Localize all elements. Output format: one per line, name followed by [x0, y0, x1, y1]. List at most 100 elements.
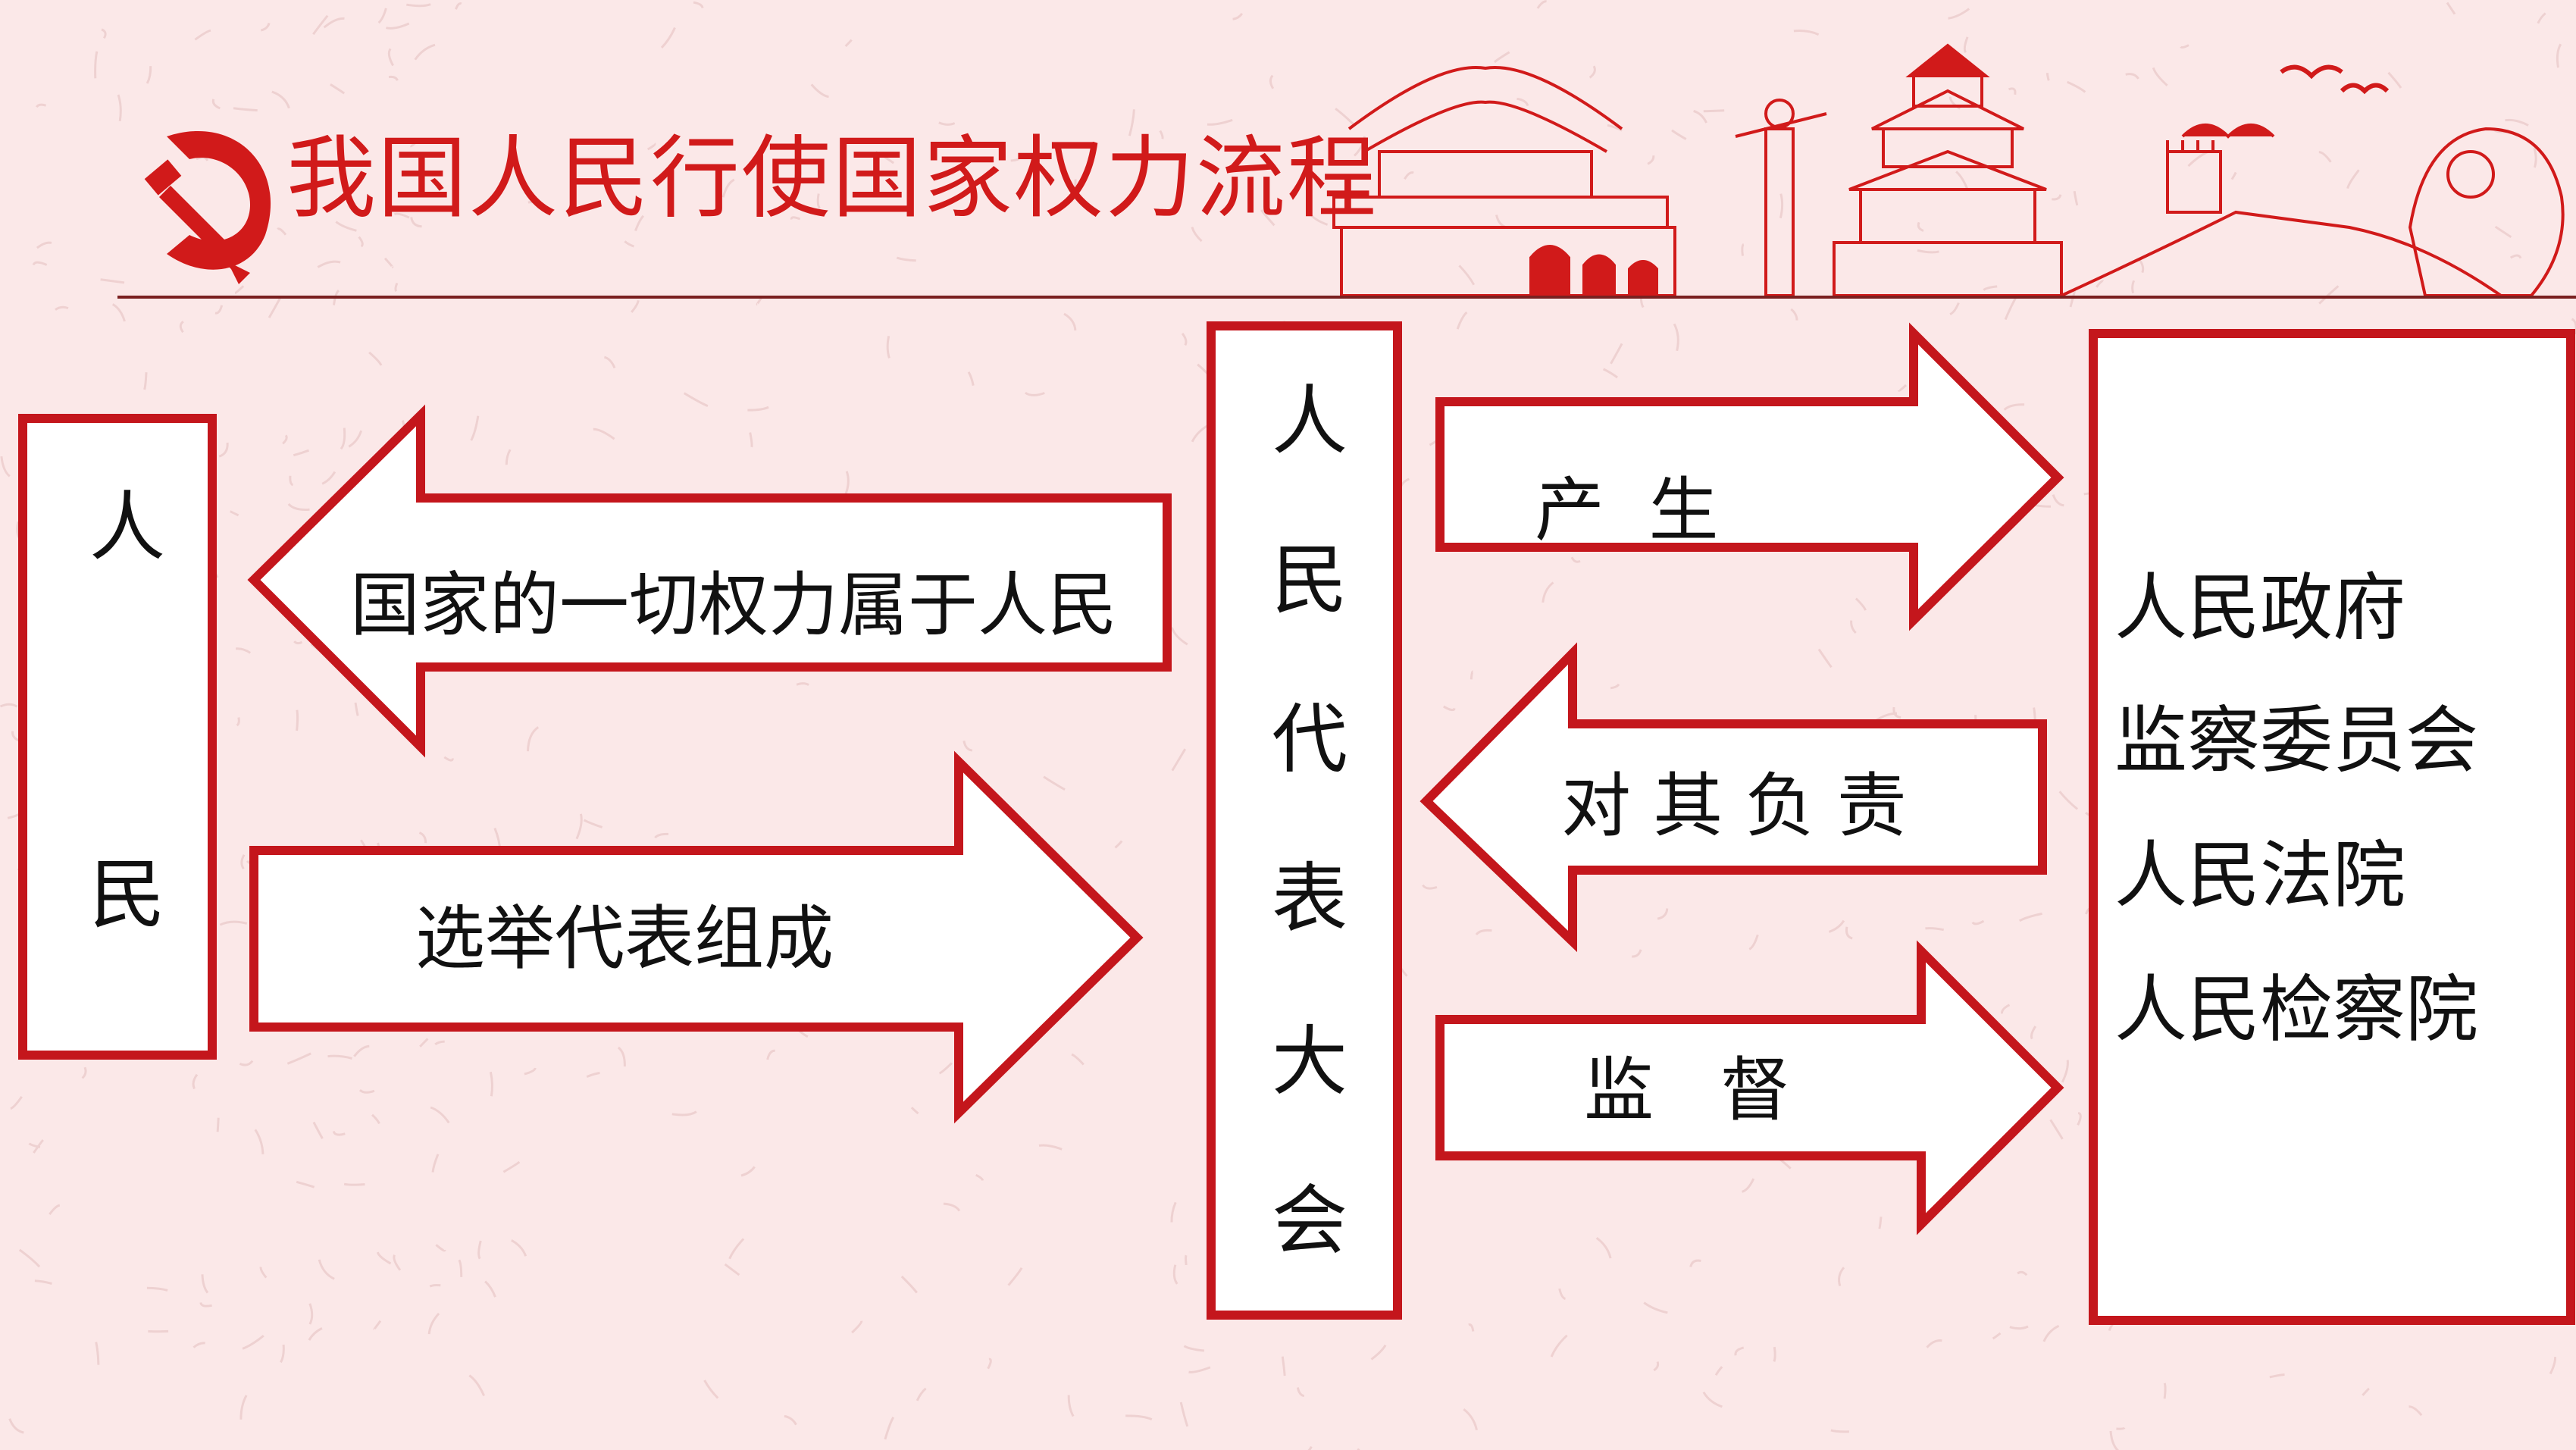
paper-fiber [354, 702, 359, 716]
paper-fiber [2052, 194, 2062, 201]
paper-fiber [358, 236, 364, 248]
paper-fiber [886, 335, 890, 359]
paper-fiber [1443, 705, 1456, 712]
paper-fiber [10, 1095, 23, 1110]
paper-fiber [1353, 136, 1366, 157]
hammer-sickle-icon [144, 130, 271, 284]
state-organ-item: 人民检察院 [2114, 967, 2478, 1052]
arrow-power-belongs [247, 404, 1172, 758]
arrow-produce [1435, 322, 2064, 631]
paper-fiber [1643, 1301, 1668, 1314]
paper-fiber [489, 1071, 493, 1097]
paper-fiber [962, 741, 973, 752]
paper-fiber [254, 1129, 264, 1154]
paper-fiber [511, 1239, 527, 1257]
paper-fiber [388, 75, 399, 81]
paper-fiber [1159, 130, 1164, 139]
paper-fiber [2230, 171, 2237, 180]
paper-fiber [896, 256, 916, 262]
paper-fiber [1234, 150, 1249, 163]
paper-fiber [1493, 51, 1510, 64]
paper-fiber [33, 1138, 45, 1154]
paper-fiber [1335, 108, 1357, 127]
paper-fiber [293, 640, 303, 645]
paper-fiber [1926, 1339, 1942, 1348]
paper-fiber [406, 3, 431, 8]
paper-fiber [2008, 87, 2017, 96]
paper-fiber [2346, 169, 2360, 189]
paper-fiber [286, 1052, 311, 1065]
paper-fiber [1897, 384, 1908, 392]
paper-fiber [1963, 36, 1969, 54]
paper-fiber [259, 1267, 268, 1279]
paper-fiber [1595, 1236, 1612, 1259]
paper-fiber [0, 456, 11, 478]
congress-char: 民 [1272, 536, 1347, 625]
paper-fiber [371, 1113, 380, 1125]
arrow-responsible [1419, 642, 2047, 953]
page-title: 我国人民行使国家权力流程 [286, 126, 1379, 230]
paper-fiber [393, 212, 410, 219]
paper-fiber [218, 442, 229, 458]
paper-fiber [196, 156, 209, 161]
paper-fiber [427, 1312, 440, 1335]
paper-fiber [8, 1418, 24, 1434]
paper-fiber [235, 647, 252, 654]
paper-fiber [593, 427, 615, 440]
paper-fiber [1702, 1391, 1723, 1408]
paper-fiber [660, 27, 676, 49]
paper-fiber [987, 1358, 992, 1370]
paper-fiber [1693, 110, 1707, 124]
paper-fiber [2017, 1270, 2028, 1276]
paper-fiber [327, 1054, 352, 1060]
paper-fiber [419, 1038, 429, 1048]
paper-fiber [1171, 748, 1187, 772]
paper-fiber [1671, 129, 1687, 140]
paper-fiber [410, 217, 422, 228]
paper-fiber [634, 215, 645, 232]
paper-fiber [1742, 1178, 1755, 1193]
paper-fiber [1307, 1445, 1313, 1450]
paper-fiber [683, 392, 709, 407]
paper-fiber [192, 1342, 205, 1348]
paper-fiber [1550, 1334, 1568, 1358]
paper-fiber [146, 1286, 168, 1292]
paper-fiber [1170, 1201, 1177, 1223]
paper-fiber [239, 1395, 248, 1420]
paper-fiber [1673, 323, 1679, 352]
paper-fiber [387, 48, 394, 67]
paper-fiber [631, 299, 640, 313]
paper-fiber [527, 726, 540, 752]
arrow-power-belongs-label: 国家的一切权力属于人民 [350, 565, 1117, 646]
paper-fiber [418, 831, 427, 844]
paper-fiber [1588, 65, 1596, 79]
paper-fiber [287, 503, 310, 511]
paper-fiber [1892, 706, 1901, 719]
paper-fiber [583, 819, 603, 828]
paper-fiber [1949, 302, 1960, 316]
paper-fiber [1458, 265, 1476, 286]
paper-fiber [1281, 1356, 1286, 1376]
paper-fiber [2187, 149, 2211, 168]
paper-fiber [282, 434, 288, 445]
paper-fiber [502, 1160, 521, 1173]
paper-fiber [2556, 43, 2562, 68]
paper-fiber [1917, 249, 1939, 254]
arrow-elect-label: 选举代表组成 [415, 898, 834, 979]
paper-fiber [435, 1244, 446, 1252]
paper-fiber [790, 216, 801, 221]
paper-fiber [505, 449, 512, 465]
arrow-responsible-label: 对 其 负 责 [1561, 766, 1907, 847]
paper-fiber [36, 103, 47, 108]
paper-fiber [1773, 1346, 1776, 1362]
paper-fiber [296, 1180, 315, 1188]
paper-fiber [875, 151, 895, 164]
paper-fiber [1845, 926, 1853, 940]
paper-fiber [101, 28, 107, 39]
paper-fiber [2018, 912, 2042, 922]
paper-fiber [353, 1044, 370, 1057]
paper-fiber [740, 1166, 756, 1177]
paper-fiber [1838, 1267, 1845, 1287]
paper-fiber [1955, 171, 1970, 192]
